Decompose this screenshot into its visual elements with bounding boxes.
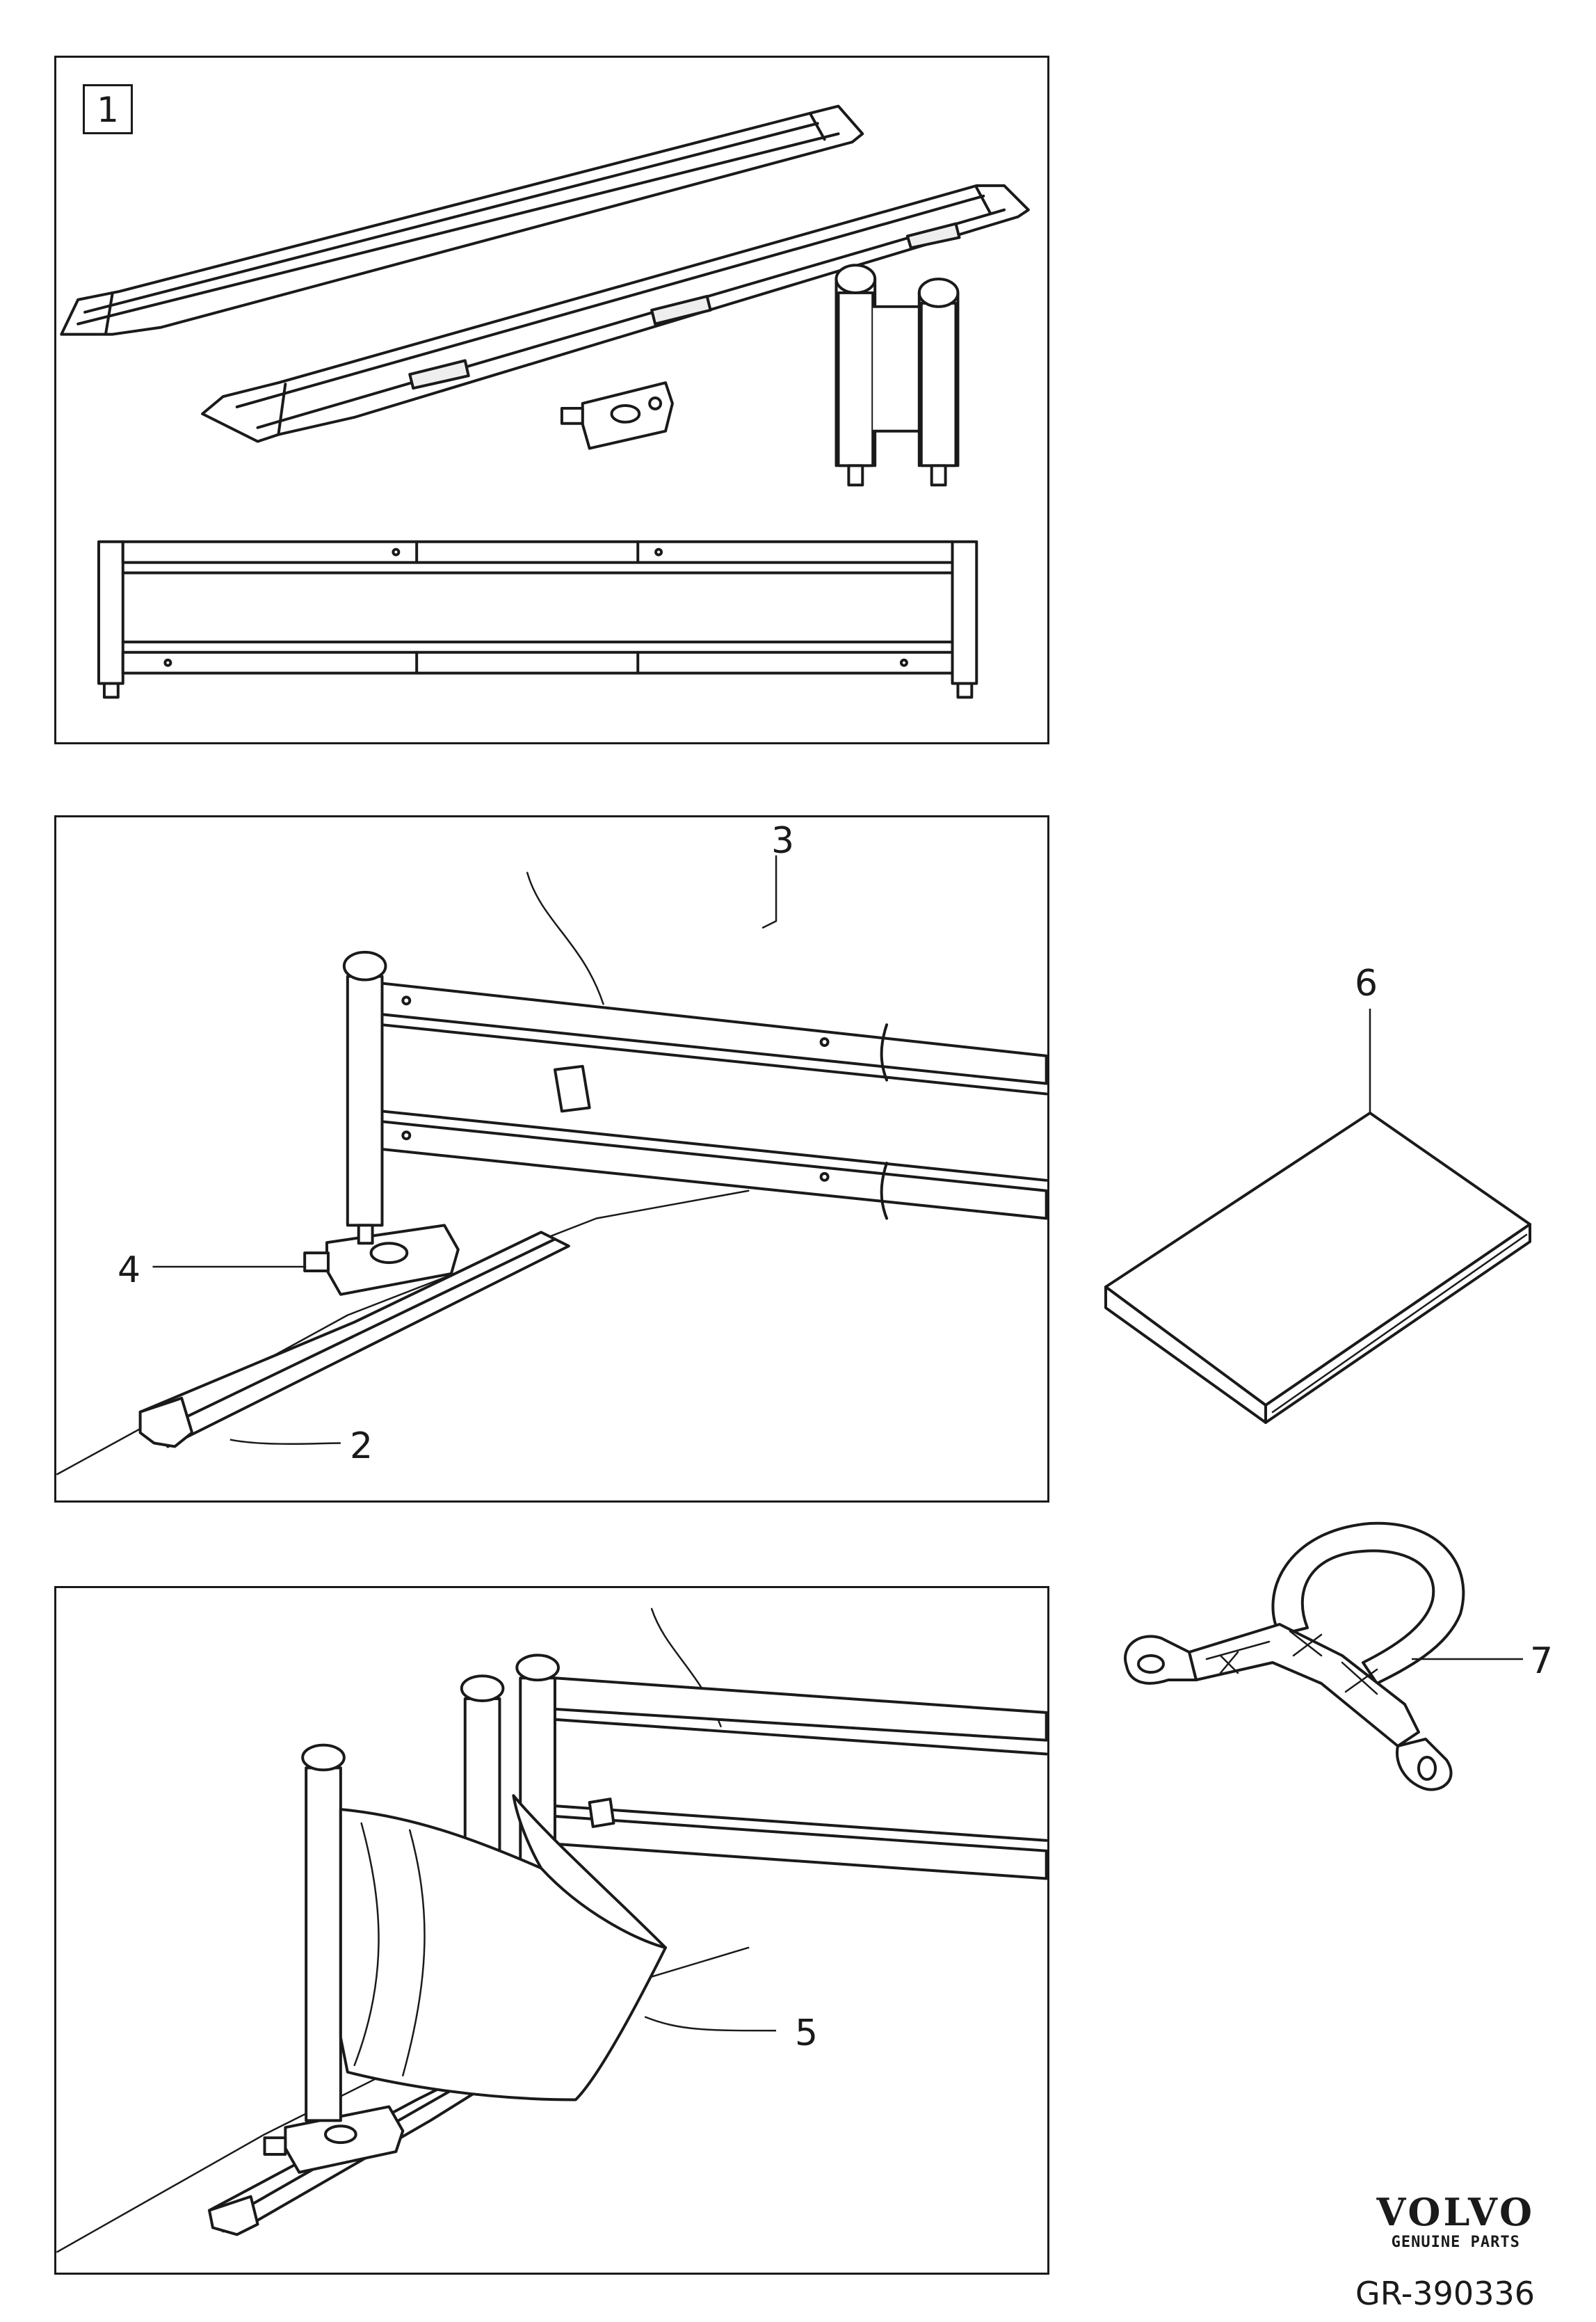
roof-rail-lower [201, 184, 1030, 443]
load-frame [97, 540, 978, 699]
snap-hook-right [1396, 1738, 1453, 1791]
volvo-logo: VOLVO GENUINE PARTS [1376, 2193, 1535, 2251]
manual-illustration [1104, 1009, 1531, 1424]
kit-overview-drawing [60, 104, 1030, 699]
brand-tagline: GENUINE PARTS [1391, 2234, 1520, 2251]
roof-rail [208, 2070, 487, 2236]
net-installation-drawing [56, 1608, 1048, 2253]
load-frame [515, 1654, 1048, 1935]
reference-number: GR-390336 [1355, 2275, 1535, 2312]
leader-5 [644, 2016, 777, 2032]
leader-3 [761, 855, 777, 929]
leader-2 [229, 1439, 341, 1445]
strap-body [1188, 1623, 1420, 1747]
vertical-posts [835, 264, 960, 487]
manual-booklet-top [1104, 1112, 1531, 1407]
callout-6: 6 [1355, 963, 1378, 1004]
callout-4: 4 [118, 1249, 141, 1291]
roof-rail-upper [60, 104, 864, 336]
panel-number-label: 1 [83, 84, 133, 134]
brand-name: VOLVO [1376, 2190, 1535, 2234]
load-frame-mounted [342, 950, 1048, 1245]
panel-2-frame-mounting: 3 4 2 [54, 815, 1049, 1503]
roof-rail [138, 1231, 570, 1448]
panel-1-kit-overview: 1 [54, 56, 1049, 744]
lock-block-small [560, 381, 674, 450]
strap-illustration [1124, 1521, 1523, 1791]
panel-3-net-installation: 5 [54, 1586, 1049, 2275]
strap-loop [1271, 1521, 1465, 1685]
car-body-contour [526, 872, 604, 1005]
cargo-net [339, 1794, 667, 2101]
callout-5: 5 [795, 2012, 819, 2054]
callout-7: 7 [1530, 1640, 1554, 1682]
callout-2: 2 [350, 1425, 373, 1467]
frame-mounting-drawing [56, 855, 1048, 1475]
callout-3: 3 [771, 820, 795, 862]
